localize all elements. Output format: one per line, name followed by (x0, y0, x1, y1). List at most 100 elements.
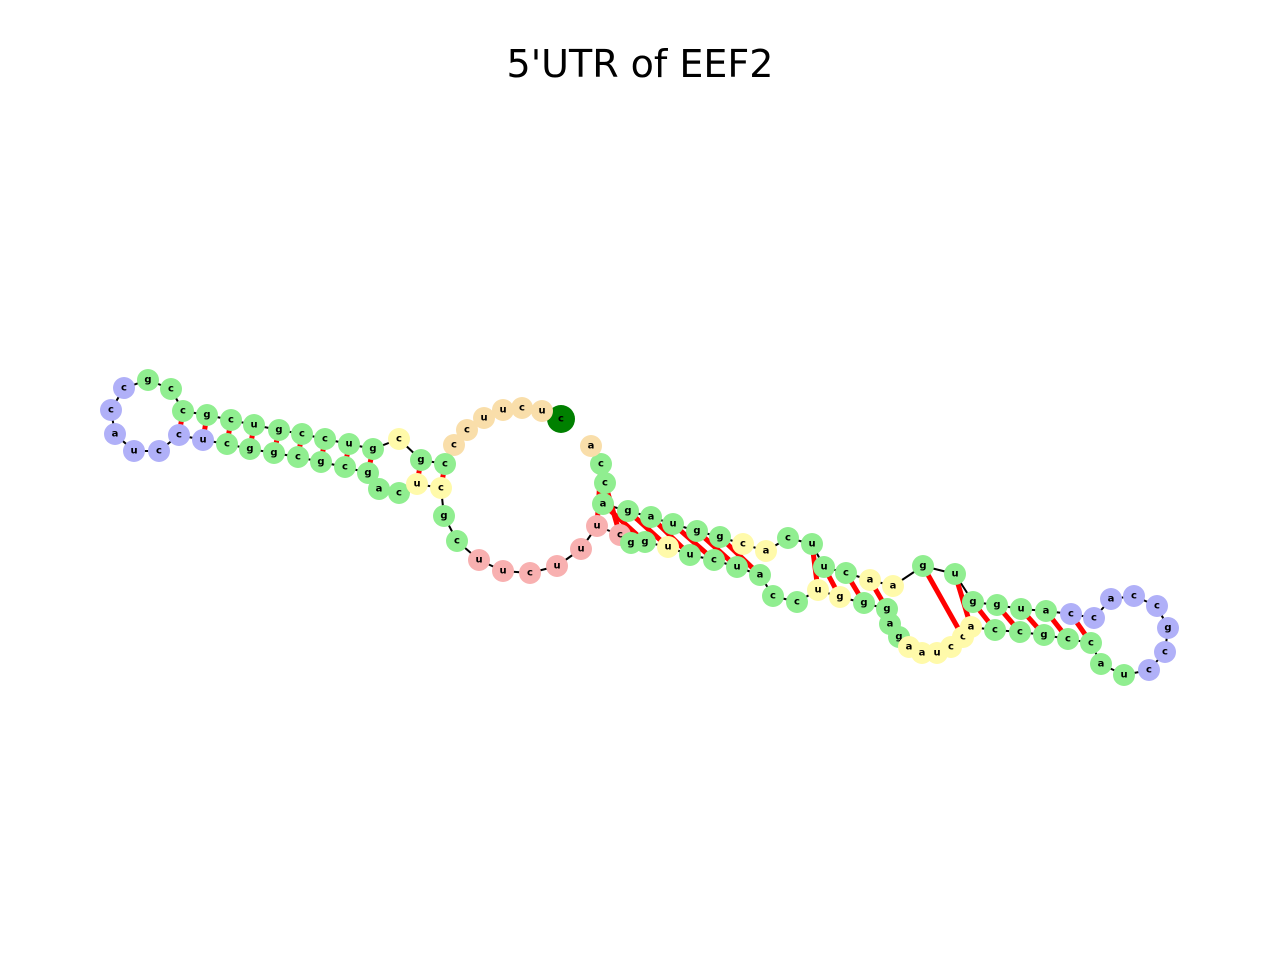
nucleotide-label: g (624, 506, 631, 517)
nucleotide-circle (679, 544, 701, 566)
nucleotide-label: c (843, 568, 849, 579)
nucleotide: c (519, 562, 541, 584)
nucleotide-label: c (948, 642, 954, 653)
nucleotide: c (388, 428, 410, 450)
nucleotide-label: u (345, 439, 352, 450)
nucleotide: u (657, 536, 679, 558)
nucleotide-circle (586, 515, 608, 537)
nucleotide-circle (310, 451, 332, 473)
nucleotide: c (334, 456, 356, 478)
nucleotide-circle (220, 409, 242, 431)
nucleotide: c (777, 527, 799, 549)
nucleotide: g (268, 419, 290, 441)
nucleotide: g (829, 586, 851, 608)
nucleotide: g (634, 531, 656, 553)
nucleotide-label: a (919, 648, 926, 659)
nucleotide-label: a (906, 642, 913, 653)
nucleotide-circle (338, 433, 360, 455)
nucleotide-circle (813, 556, 835, 578)
nucleotide-label: u (1120, 670, 1127, 681)
nucleotide-circle (1009, 621, 1031, 643)
nucleotide: u (801, 533, 823, 555)
nucleotide-label: g (1164, 623, 1171, 634)
nucleotide-label: g (144, 375, 151, 386)
nucleotide-circle (1090, 653, 1112, 675)
nucleotide-label: c (322, 434, 328, 445)
nucleotide: a (104, 423, 126, 445)
nucleotide-circle (1113, 664, 1135, 686)
nucleotide-circle (362, 438, 384, 460)
nucleotide: g (310, 451, 332, 473)
nucleotide-label: c (1146, 665, 1152, 676)
nucleotide: c (434, 453, 456, 475)
nucleotide: g (617, 500, 639, 522)
nucleotide-circle (1010, 598, 1032, 620)
nucleotide-label: a (588, 441, 595, 452)
nucleotide-circle (1035, 600, 1057, 622)
nucleotide-circle (357, 462, 379, 484)
nucleotide-circle (368, 478, 390, 500)
nucleotide-circle (1080, 632, 1102, 654)
nucleotide-label: a (1098, 659, 1105, 670)
nucleotide-label: u (553, 561, 560, 572)
nucleotide-label: u (577, 544, 584, 555)
nucleotide-label: u (250, 420, 257, 431)
nucleotide-label: u (808, 539, 815, 550)
nucleotide-circle (829, 586, 851, 608)
nucleotide-label: g (895, 632, 902, 643)
nucleotide-circle (123, 440, 145, 462)
nucleotide-circle (657, 536, 679, 558)
five-prime-end-nucleotide: c (547, 405, 575, 433)
nucleotide-label: u (538, 406, 545, 417)
nucleotide-label: u (475, 555, 482, 566)
nucleotide: c (113, 377, 135, 399)
nucleotide-label: g (641, 537, 648, 548)
nucleotide: a (592, 493, 614, 515)
nucleotide: c (287, 446, 309, 468)
nucleotide-circle (192, 429, 214, 451)
nucleotide: u (192, 429, 214, 451)
nucleotide-label: g (693, 526, 700, 537)
nucleotide-label: c (180, 406, 186, 417)
nucleotide-circle (984, 619, 1006, 641)
nucleotide-circle (777, 527, 799, 549)
nucleotide: u (813, 556, 835, 578)
nucleotide: c (100, 399, 122, 421)
nucleotide-circle (580, 435, 602, 457)
nucleotide: c (1083, 607, 1105, 629)
nucleotide-label: c (438, 483, 444, 494)
nucleotide: a (749, 564, 771, 586)
nucleotide-circle (239, 438, 261, 460)
nucleotide-circle (853, 592, 875, 614)
nucleotide: c (732, 533, 754, 555)
nucleotide: u (492, 399, 514, 421)
nucleotide: c (1060, 603, 1082, 625)
nucleotide-circle (986, 594, 1008, 616)
nucleotide-label: a (112, 429, 119, 440)
nucleotide-label: a (763, 546, 770, 557)
nucleotide: u (944, 563, 966, 585)
nucleotide-label: c (442, 459, 448, 470)
nucleotide-label: c (794, 597, 800, 608)
nucleotide-label: g (275, 425, 282, 436)
nucleotide-label: g (270, 448, 277, 459)
nucleotide-circle (473, 407, 495, 429)
nucleotide-label: c (156, 446, 162, 457)
nucleotide-circle (1138, 659, 1160, 681)
nucleotide-label: g (417, 455, 424, 466)
nucleotide: g (263, 442, 285, 464)
nucleotide-label: g (369, 444, 376, 455)
nucleotide-circle (443, 434, 465, 456)
nucleotide-label: g (627, 538, 634, 549)
nucleotide-label: c (342, 462, 348, 473)
nucleotide: c (220, 409, 242, 431)
nucleotide: g (986, 594, 1008, 616)
nucleotide-label: c (992, 625, 998, 636)
nucleotide: c (1154, 641, 1176, 663)
nucleotide-circle (801, 533, 823, 555)
nucleotide-label: c (1017, 627, 1023, 638)
nucleotide-label: a (600, 499, 607, 510)
nucleotide-circle (686, 520, 708, 542)
nucleotide-label: u (814, 585, 821, 596)
